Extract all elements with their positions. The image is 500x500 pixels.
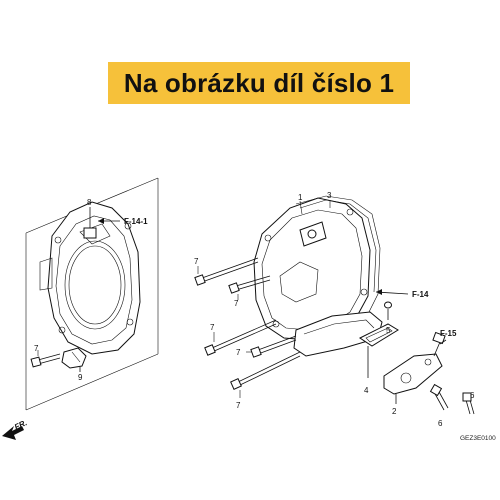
bolt-7-middle-2 (250, 335, 297, 358)
bolt-7-upper (194, 257, 259, 286)
front-arrow (2, 426, 24, 440)
bolt-7-middle (204, 319, 277, 356)
bolt-6-left (429, 383, 449, 411)
seal-part-4 (359, 323, 399, 378)
label-part-8: 8 (87, 198, 92, 207)
ref-label-f14-1: F-14-1 (124, 217, 148, 226)
ref-arrow-f14-1 (98, 218, 120, 224)
bolt-6-right (462, 392, 475, 415)
bolt-7-left (30, 353, 61, 368)
label-part-9: 9 (78, 373, 83, 382)
label-part-5: 5 (386, 326, 391, 335)
ref-label-f15: F-15 (440, 329, 457, 338)
label-part-2: 2 (392, 407, 397, 416)
label-part-6-right: 6 (470, 391, 475, 400)
leader-lines (37, 200, 331, 398)
label-part-7-a: 7 (194, 257, 199, 266)
ref-label-f14: F-14 (412, 290, 429, 299)
part-number-banner: Na obrázku díl číslo 1 (108, 62, 410, 104)
ref-arrow-f14 (375, 289, 409, 295)
bolt-7-lower (230, 351, 301, 390)
label-part-4: 4 (364, 386, 369, 395)
label-part-1: 1 (298, 193, 303, 202)
ref-label-front: FR. (13, 418, 28, 432)
label-part-7-c: 7 (210, 323, 215, 332)
o-ring-part-5 (384, 301, 392, 320)
diagram-code: GEZ3E0100 (460, 435, 496, 442)
label-part-6-left: 6 (438, 419, 443, 428)
label-part-7-d: 7 (236, 348, 241, 357)
bolt-7-upper-2 (228, 275, 271, 294)
label-part-7-e: 7 (236, 401, 241, 410)
label-part-3: 3 (327, 191, 332, 200)
banner-text: Na obrázku díl číslo 1 (123, 67, 395, 98)
label-part-7-b: 7 (234, 299, 239, 308)
label-part-7-f: 7 (34, 344, 39, 353)
flange-part-2 (383, 331, 446, 404)
ref-arrow-f15 (439, 339, 447, 345)
part-8-stud (83, 207, 97, 239)
left-cover-gasket (39, 201, 141, 355)
part-9-clamp (61, 347, 87, 372)
